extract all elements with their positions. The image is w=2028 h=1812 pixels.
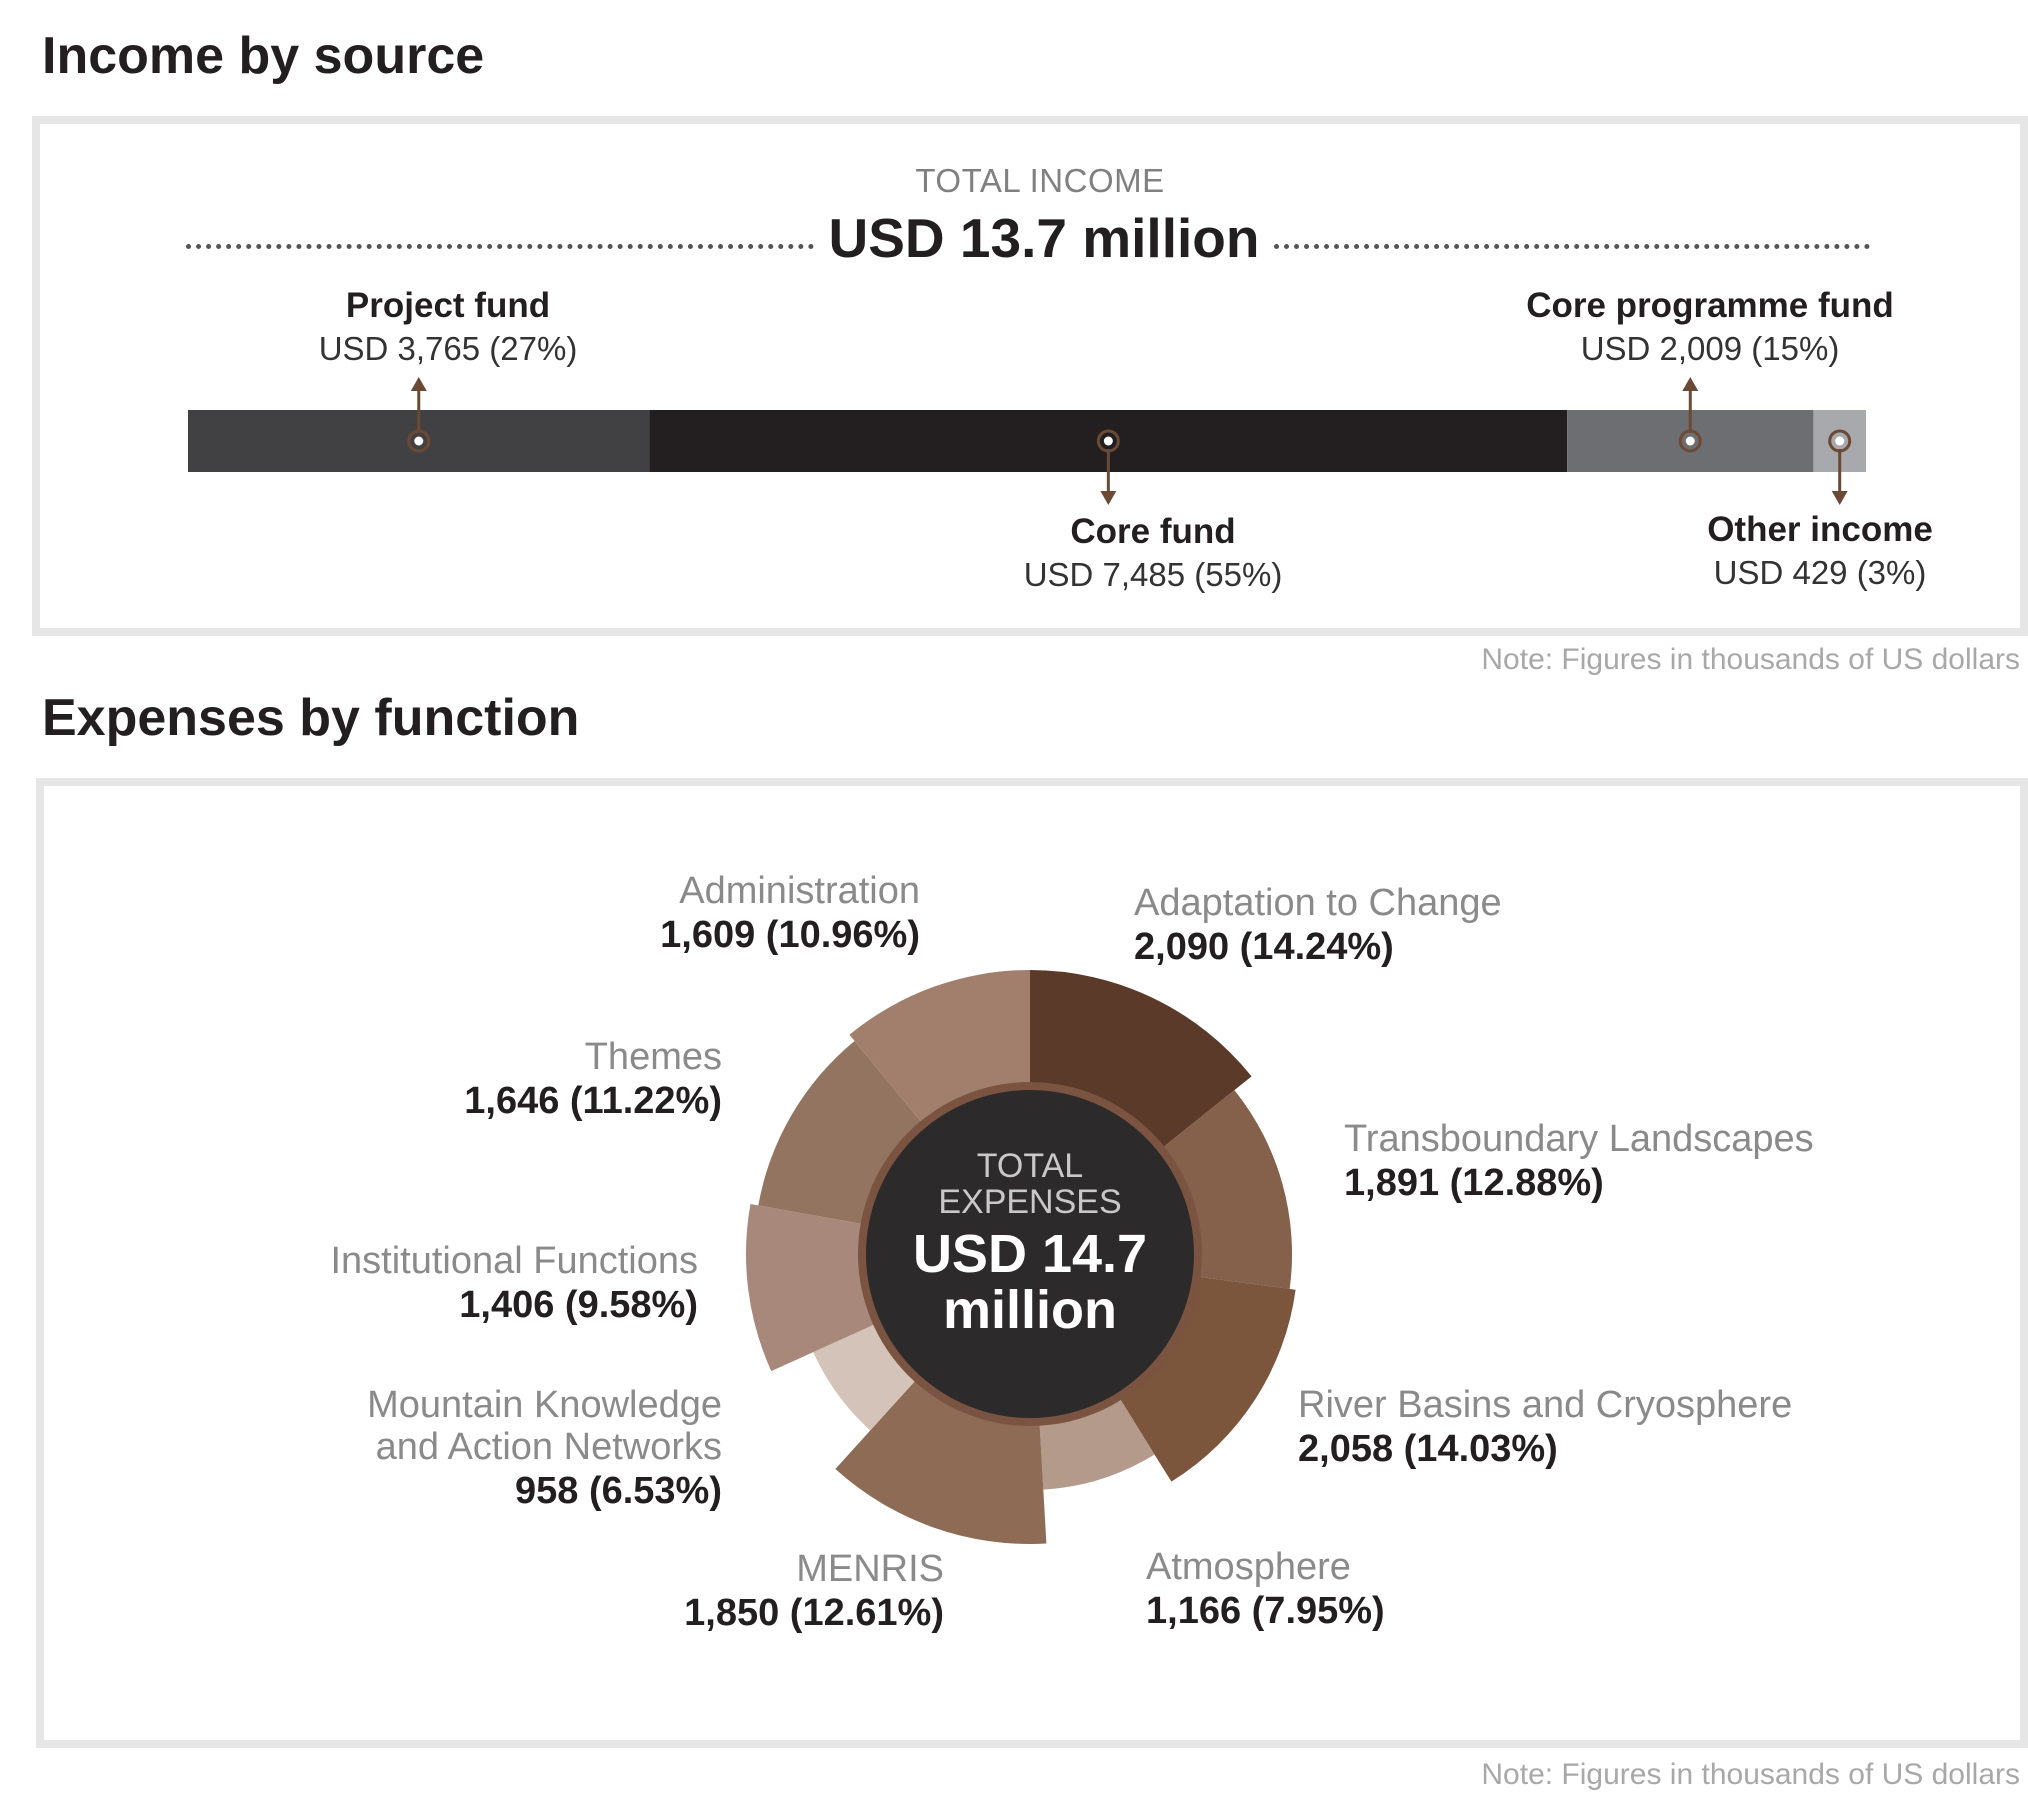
income-marker-ring [1678, 429, 1702, 453]
total-income-value: USD 13.7 million [828, 207, 1260, 269]
income-label-name: Project fund [345, 286, 551, 325]
expense-label-mountain-knowledge: Mountain Knowledge and Action Networks 9… [342, 1384, 722, 1514]
total-income-dotline-right [1274, 244, 1870, 249]
expenses-note: Note: Figures in thousands of US dollars [1481, 1758, 2020, 1791]
income-note: Note: Figures in thousands of US dollars [1481, 643, 2020, 676]
expense-label-value: 2,058 (14.03%) [1298, 1428, 1558, 1470]
expense-label-value: 1,609 (10.96%) [660, 914, 920, 956]
expense-label-name: Atmosphere [1146, 1546, 1351, 1588]
income-label-value: USD 429 (3%) [1713, 554, 1927, 591]
income-marker-dot [1835, 436, 1845, 446]
donut-center [866, 1090, 1194, 1418]
income-marker-dot [414, 436, 424, 446]
donut-slice [745, 1203, 894, 1372]
expense-label-value: 1,646 (11.22%) [464, 1080, 722, 1122]
total-expenses-label-line1: TOTAL [976, 1147, 1084, 1185]
expense-label-value: 1,891 (12.88%) [1344, 1162, 1604, 1204]
expense-label-value: 2,090 (14.24%) [1134, 926, 1394, 968]
income-marker-ring [1828, 429, 1852, 453]
income-label-name: Other income [1707, 510, 1933, 549]
expense-label-name: Themes [584, 1036, 722, 1078]
expense-label-value: 958 (6.53%) [514, 1470, 722, 1512]
income-title: Income by source [42, 27, 485, 85]
expense-label-name: Administration [679, 870, 920, 912]
income-label-other-income: Other income USD 429 (3%) [1660, 510, 1980, 592]
expenses-title: Expenses by function [42, 689, 580, 747]
expense-label-name: Transboundary Landscapes [1344, 1118, 1814, 1160]
expense-label-menris: MENRIS 1,850 (12.61%) [684, 1548, 944, 1636]
income-label-core-fund: Core fund USD 7,485 (55%) [993, 512, 1313, 594]
income-label-name: Core programme fund [1526, 286, 1894, 325]
income-marker-dot [1103, 436, 1113, 446]
income-label-value: USD 2,009 (15%) [1580, 330, 1840, 367]
income-label-project-fund: Project fund USD 3,765 (27%) [288, 286, 608, 368]
expense-label-name: River Basins and Cryosphere [1298, 1384, 1793, 1426]
expense-label-themes: Themes 1,646 (11.22%) [464, 1036, 722, 1124]
income-label-name: Core fund [1070, 512, 1236, 551]
expense-label-river-basins: River Basins and Cryosphere 2,058 (14.03… [1298, 1384, 1792, 1472]
expense-label-value: 1,166 (7.95%) [1146, 1590, 1385, 1632]
total-expenses-label: TOTAL EXPENSES [880, 1148, 1180, 1220]
expense-label-value: 1,406 (9.58%) [459, 1284, 698, 1326]
donut-slice [1109, 1274, 1296, 1482]
total-expenses-value-line1: USD 14.7 [912, 1224, 1148, 1284]
expense-label-institutional: Institutional Functions 1,406 (9.58%) [330, 1240, 698, 1328]
expense-label-transboundary: Transboundary Landscapes 1,891 (12.88%) [1344, 1118, 1814, 1206]
income-marker-arrow [1682, 377, 1699, 391]
expense-label-value: 1,850 (12.61%) [684, 1592, 944, 1634]
income-marker-arrow [1831, 491, 1848, 505]
income-marker-ring [1096, 429, 1120, 453]
expense-label-adaptation: Adaptation to Change 2,090 (14.24%) [1134, 882, 1502, 970]
expense-label-name: Institutional Functions [330, 1240, 698, 1282]
expense-label-name: MENRIS [796, 1548, 944, 1590]
total-expenses-value: USD 14.7 million [860, 1226, 1200, 1338]
income-label-core-programme-fund: Core programme fund USD 2,009 (15%) [1510, 286, 1910, 368]
income-marker-arrow [410, 377, 427, 391]
total-expenses-label-line2: EXPENSES [938, 1183, 1122, 1221]
expense-label-administration: Administration 1,609 (10.96%) [660, 870, 920, 958]
expense-label-name: Adaptation to Change [1134, 882, 1502, 924]
income-stacked-bar [188, 377, 1866, 505]
expense-label-name: Mountain Knowledge and Action Networks [367, 1384, 722, 1468]
total-income-label: TOTAL INCOME [915, 162, 1165, 199]
income-marker-dot [1685, 436, 1695, 446]
income-panel [32, 116, 2028, 636]
expense-label-atmosphere: Atmosphere 1,166 (7.95%) [1146, 1546, 1385, 1634]
income-marker-ring [407, 429, 431, 453]
total-expenses-value-line2: million [943, 1280, 1117, 1340]
total-income-dotline-left [186, 244, 814, 249]
income-marker-arrow [1100, 491, 1117, 505]
income-label-value: USD 7,485 (55%) [1023, 556, 1283, 593]
income-label-value: USD 3,765 (27%) [318, 330, 578, 367]
